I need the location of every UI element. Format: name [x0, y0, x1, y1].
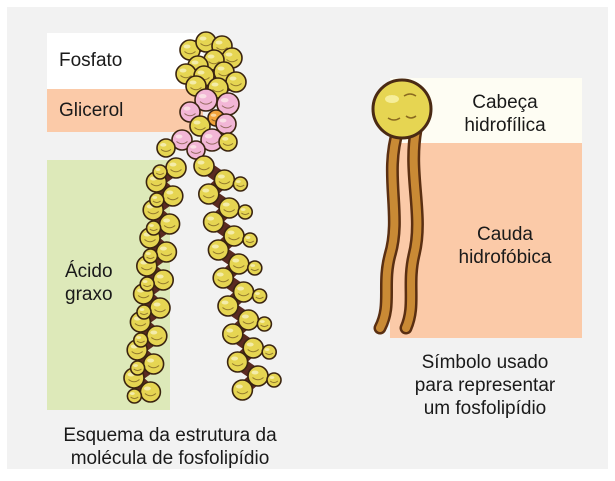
fatty-acid-tail-right-atom [204, 212, 224, 232]
molecule-atoms [124, 32, 281, 403]
symbol-head [373, 80, 431, 138]
phosphate-group-atom [226, 72, 246, 92]
hydrogen-atom [150, 193, 164, 207]
hydrogen-atom [257, 317, 271, 331]
fatty-acid-tail-right-atom [243, 338, 263, 358]
fatty-acid-tail-left-atom [160, 214, 180, 234]
hydrogen-atom [147, 221, 161, 235]
label-glycerol: Glicerol [59, 100, 123, 122]
hydrogen-atom [143, 249, 157, 263]
fatty-acid-tail-left-atom [147, 326, 167, 346]
hydrogen-atom [131, 361, 145, 375]
fatty-acid-tail-right-atom [214, 170, 234, 190]
fatty-acid-tail-left-atom [144, 354, 164, 374]
hydrogen-atom [137, 305, 151, 319]
label-phosphate: Fosfato [59, 50, 122, 72]
hydrogen-atom [253, 289, 267, 303]
label-fatty-acid-line2: graxo [65, 284, 113, 306]
fatty-acid-tail-right-atom [248, 366, 268, 386]
label-fatty-acid-line1: Ácido [65, 261, 113, 283]
label-head-line2: hidrofílica [430, 115, 580, 137]
fatty-acid-tail-right-atom [228, 352, 248, 372]
phospholipid-symbol [373, 80, 431, 328]
hydrogen-atom [127, 389, 141, 403]
hydrogen-atom [134, 333, 148, 347]
glycerol-atom [219, 133, 237, 151]
fatty-acid-tail-right-atom [219, 198, 239, 218]
hydrogen-atom [243, 233, 257, 247]
fatty-acid-tail-right-atom [208, 240, 228, 260]
hydrogen-atom [238, 205, 252, 219]
hydrogen-atom [233, 177, 247, 191]
glycerol-atom [157, 139, 175, 157]
fatty-acid-tail-right-atom [194, 156, 214, 176]
label-head-line1: Cabeça [430, 92, 580, 114]
right-caption-line1: Símbolo usado [390, 352, 580, 374]
fatty-acid-tail-right-atom [238, 310, 258, 330]
fatty-acid-tail-left-atom [150, 298, 170, 318]
fatty-acid-tail-right-atom [223, 324, 243, 344]
fatty-acid-tail-left-atom [166, 158, 186, 178]
fatty-acid-tail-right-atom [229, 254, 249, 274]
left-caption-line1: Esquema da estrutura da [20, 425, 320, 447]
fatty-acid-tail-right-atom [234, 282, 254, 302]
left-caption-line2: molécula de fosfolipídio [20, 448, 320, 470]
fatty-acid-tail-left-atom [140, 382, 160, 402]
hydrogen-atom [140, 277, 154, 291]
right-caption-line2: para representar [390, 375, 580, 397]
hydrogen-atom [153, 165, 167, 179]
hydrogen-atom [248, 261, 262, 275]
fatty-acid-tail-right-atom [232, 380, 252, 400]
fatty-acid-tail-right-atom [224, 226, 244, 246]
fatty-acid-tail-right-atom [199, 184, 219, 204]
label-tail-line1: Cauda [430, 224, 580, 246]
right-caption-line3: um fosfolipídio [390, 398, 580, 420]
fatty-acid-tail-right-atom [218, 296, 238, 316]
fatty-acid-tail-left-atom [163, 186, 183, 206]
fatty-acid-tail-left-atom [156, 242, 176, 262]
fatty-acid-tail-right-atom [213, 268, 233, 288]
hydrogen-atom [262, 345, 276, 359]
hydrogen-atom [267, 373, 281, 387]
label-tail-line2: hidrofóbica [430, 247, 580, 269]
fatty-acid-tail-left-atom [153, 270, 173, 290]
